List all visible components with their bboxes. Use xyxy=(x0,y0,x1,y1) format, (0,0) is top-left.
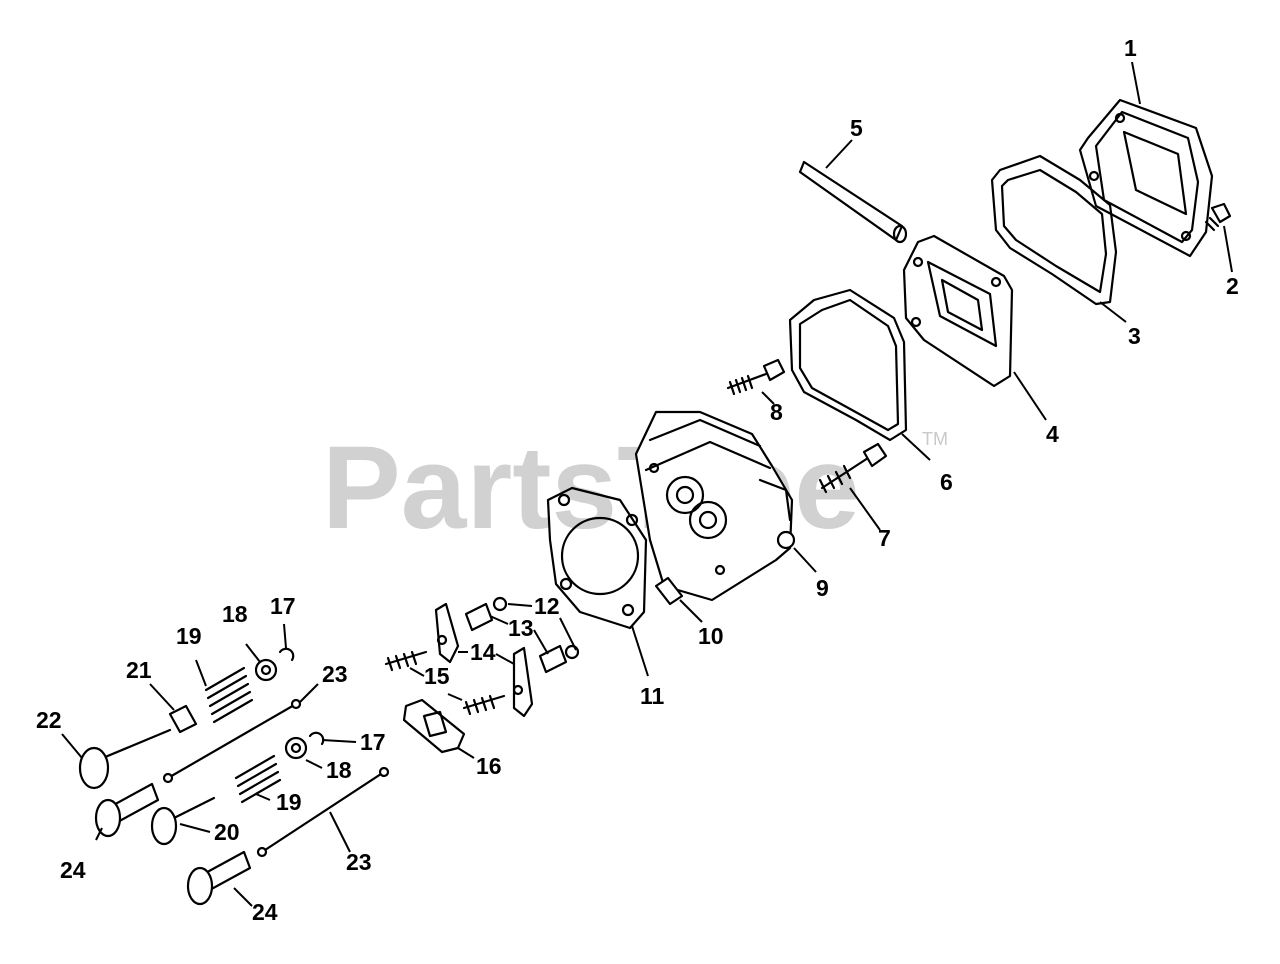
callout-23-lower: 23 xyxy=(346,849,372,875)
callout-22: 22 xyxy=(36,707,62,733)
callout-12: 12 xyxy=(534,593,560,619)
part-breather-gasket[interactable] xyxy=(788,288,908,442)
part-valve-cover[interactable] xyxy=(1078,98,1214,258)
callout-8: 8 xyxy=(770,399,783,425)
part-tappets[interactable] xyxy=(94,782,252,906)
part-valve[interactable] xyxy=(78,728,172,790)
part-breather-plate[interactable] xyxy=(902,234,1014,388)
watermark-trademark: TM xyxy=(922,429,948,449)
part-breather-hose[interactable] xyxy=(798,160,908,244)
part-rocker-arms[interactable] xyxy=(434,602,534,718)
part-rocker-pivots[interactable] xyxy=(464,602,568,674)
part-dowel[interactable] xyxy=(654,576,684,606)
callout-4: 4 xyxy=(1046,421,1059,447)
callout-18-upper: 18 xyxy=(222,601,248,627)
callout-7: 7 xyxy=(878,525,891,551)
leader-lines xyxy=(61,61,1233,907)
callout-16: 16 xyxy=(476,753,502,779)
callout-6: 6 xyxy=(940,469,953,495)
callout-14: 14 xyxy=(470,639,496,665)
callout-3: 3 xyxy=(1128,323,1141,349)
watermark: PartsTree TM xyxy=(322,422,948,554)
part-guide-plate[interactable] xyxy=(402,698,466,754)
part-push-rods[interactable] xyxy=(162,698,390,858)
callout-19-lower: 19 xyxy=(276,789,302,815)
callout-24-right: 24 xyxy=(252,899,278,925)
callout-21: 21 xyxy=(126,657,152,683)
part-cylinder-head[interactable] xyxy=(634,410,796,602)
part-studs[interactable] xyxy=(384,650,506,716)
part-cover-gasket[interactable] xyxy=(990,154,1118,306)
callout-23-upper: 23 xyxy=(322,661,348,687)
callout-5: 5 xyxy=(850,115,863,141)
callouts: 1 2 3 4 5 6 7 8 9 10 11 12 13 14 15 16 1… xyxy=(36,35,1239,925)
part-retainers[interactable] xyxy=(254,658,308,760)
part-keepers[interactable] xyxy=(278,647,325,746)
part-valve-springs[interactable] xyxy=(204,666,282,804)
callout-17-lower: 17 xyxy=(360,729,386,755)
part-valve-seal[interactable] xyxy=(168,704,198,734)
callout-2: 2 xyxy=(1226,273,1239,299)
callout-9: 9 xyxy=(816,575,829,601)
callout-11: 11 xyxy=(640,683,665,709)
callout-20: 20 xyxy=(214,819,240,845)
callout-1: 1 xyxy=(1124,35,1137,61)
callout-19-upper: 19 xyxy=(176,623,202,649)
callout-17-upper: 17 xyxy=(270,593,296,619)
callout-13: 13 xyxy=(508,615,534,641)
part-short-bolt[interactable] xyxy=(726,358,786,396)
part-head-gasket[interactable] xyxy=(546,486,648,630)
callout-18-lower: 18 xyxy=(326,757,352,783)
callout-15: 15 xyxy=(424,663,450,689)
callout-24-left: 24 xyxy=(60,857,86,883)
callout-10: 10 xyxy=(698,623,724,649)
part-long-bolt[interactable] xyxy=(818,442,888,494)
part-cover-screw[interactable] xyxy=(1204,202,1232,232)
part-exhaust-valve[interactable] xyxy=(150,796,216,846)
